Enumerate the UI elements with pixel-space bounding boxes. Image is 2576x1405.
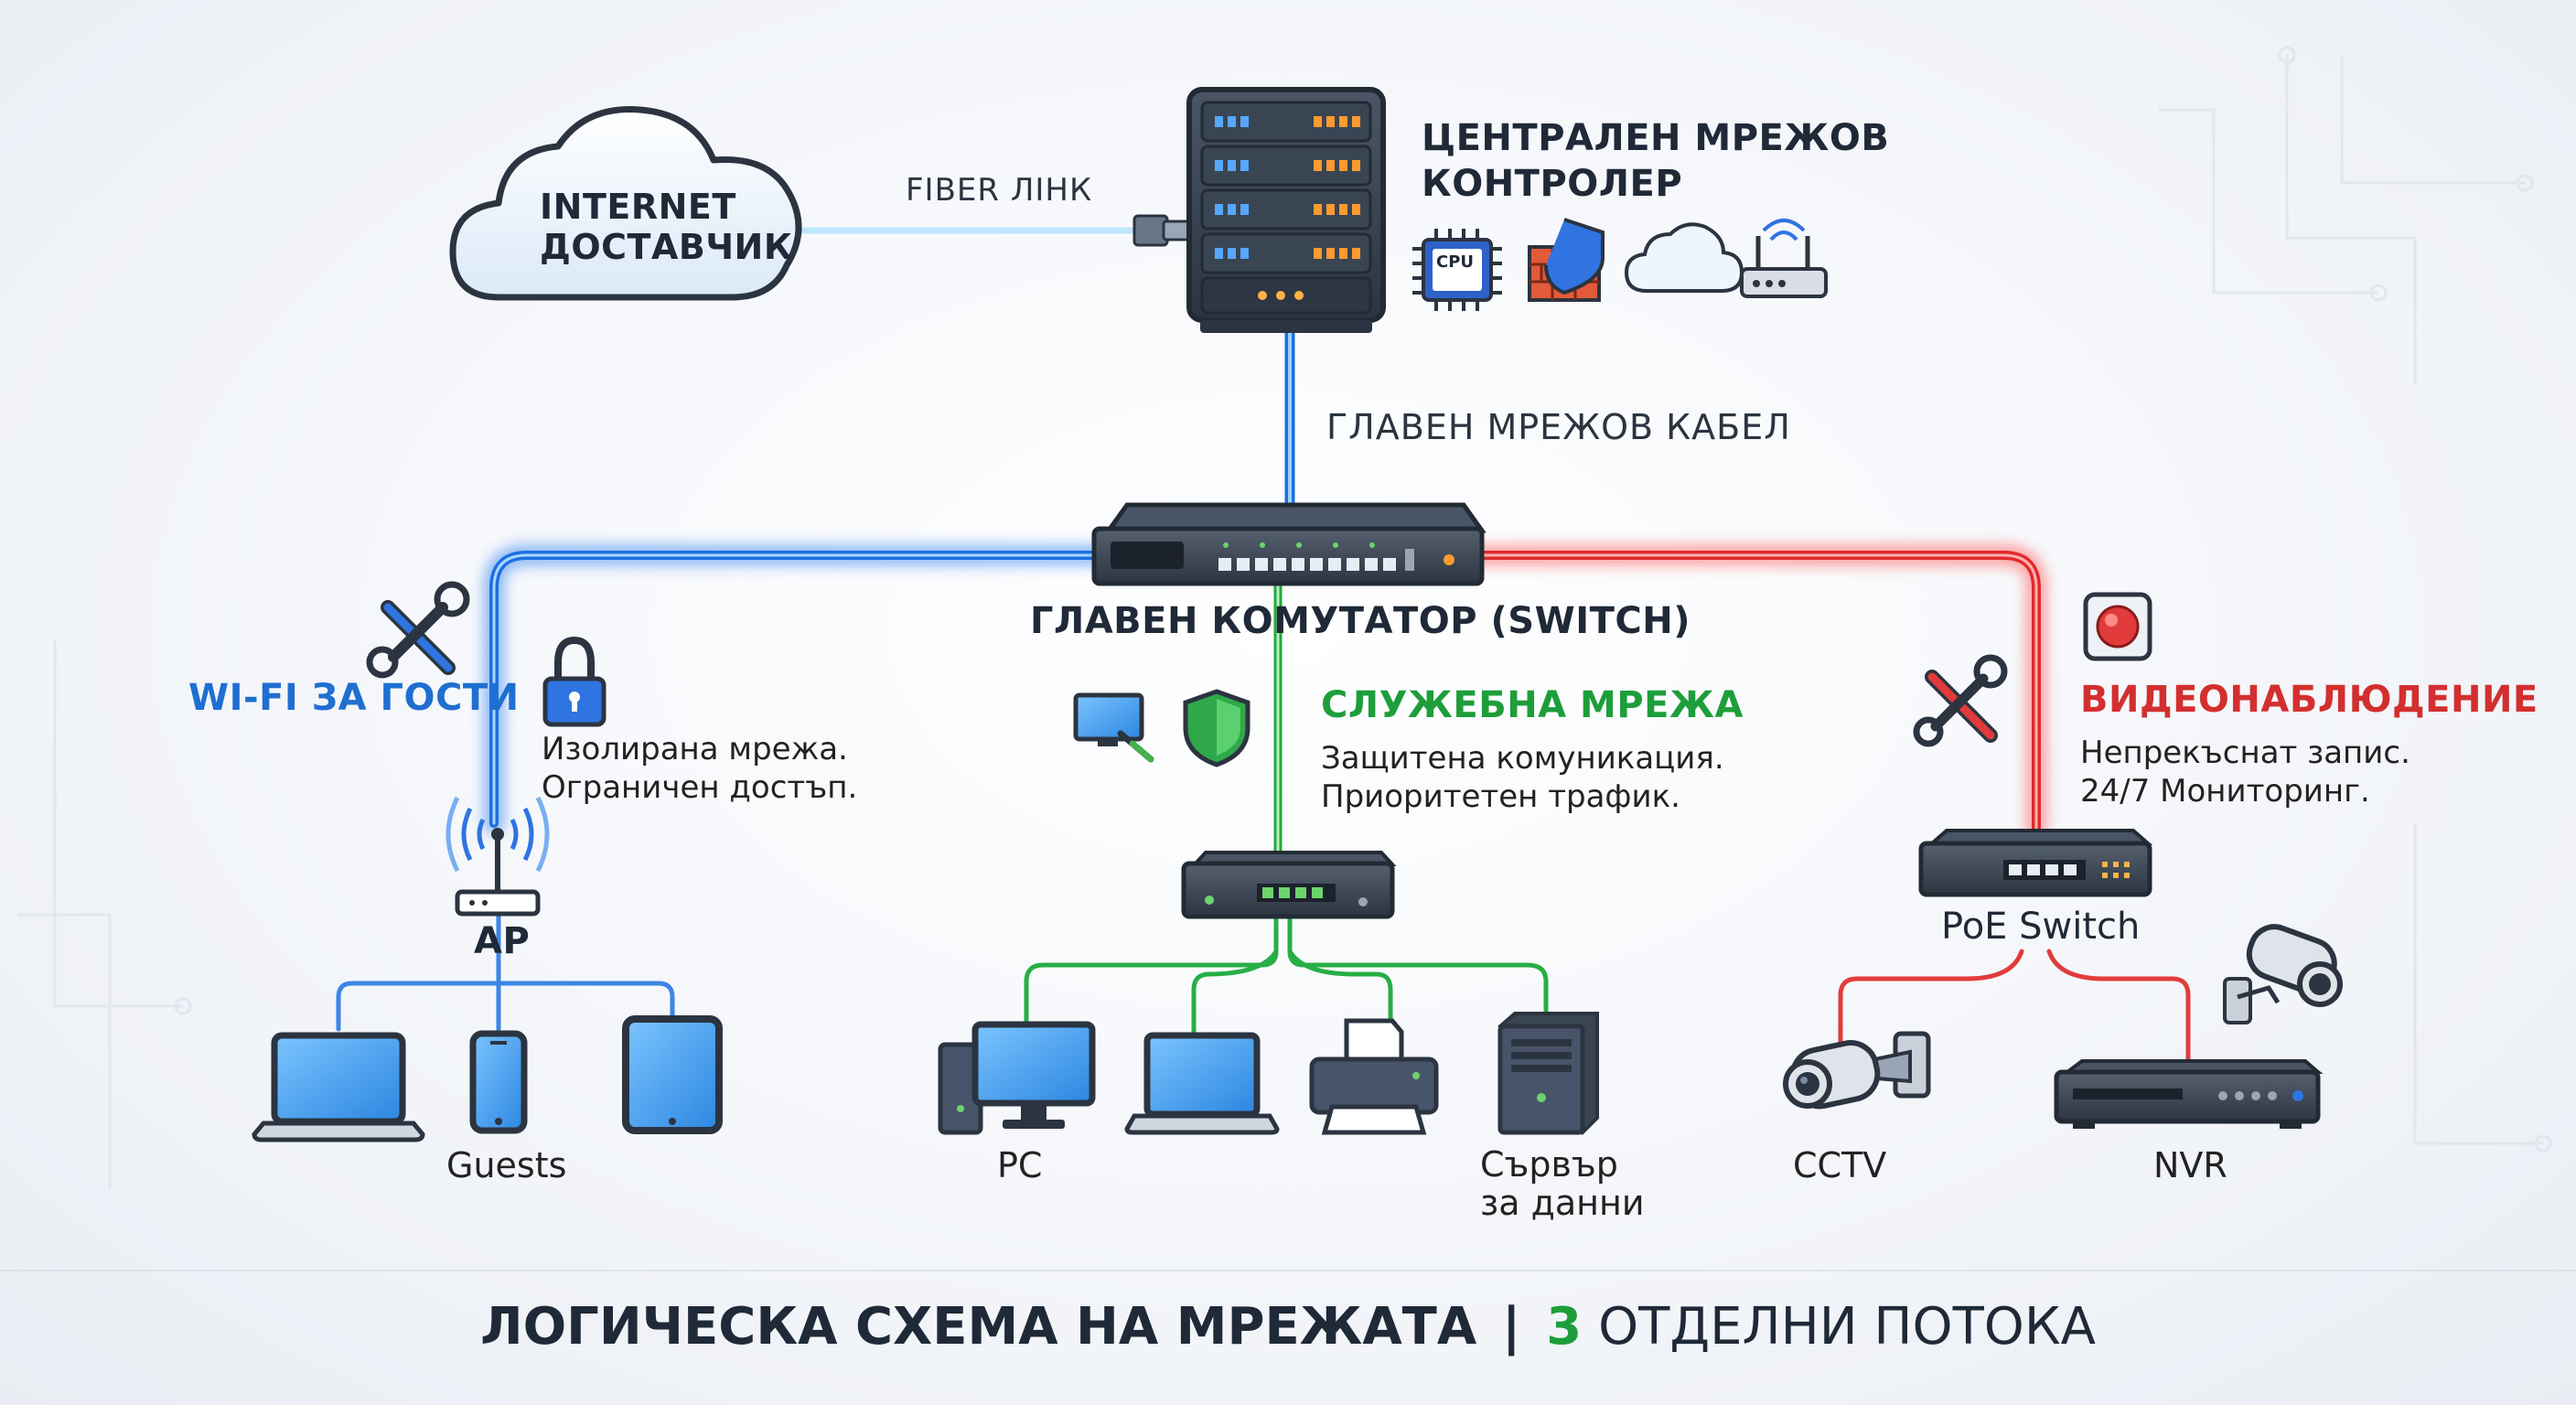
- poe-switch-label: PoE Switch: [1941, 906, 2141, 948]
- phone-icon: [469, 1030, 528, 1134]
- office-description: Защитена комуникация. Приоритетен трафик…: [1321, 739, 1724, 816]
- green-switch-icon: [1181, 851, 1397, 919]
- office-description-line1: Защитена комуникация.: [1321, 740, 1724, 777]
- cctv-description-line2: 24/7 Мониторинг.: [2080, 773, 2370, 810]
- server-tower-icon: [1497, 1012, 1599, 1136]
- nvr-recorder-icon: [2054, 1059, 2324, 1129]
- footer-divider: [0, 1270, 2576, 1271]
- guest-description-line2: Ограничен достъп.: [542, 769, 858, 806]
- main-switch-icon: [1091, 502, 1487, 586]
- diagram-title: ЛОГИЧЕСКА СХЕМА НА МРЕЖАТА | 3 ОТДЕЛНИ П…: [0, 1297, 2576, 1357]
- fiber-connector-icon: [1132, 214, 1193, 247]
- cpu-icon: [1412, 229, 1502, 311]
- printer-icon: [1309, 1018, 1439, 1135]
- laptop-icon: [1124, 1032, 1280, 1135]
- server-label-line2: за данни: [1480, 1183, 1645, 1223]
- tools-icon: [366, 581, 470, 679]
- cctv-description-line1: Непрекъснат запис.: [2080, 735, 2410, 771]
- laptop-icon: [252, 1032, 425, 1142]
- padlock-icon: [542, 636, 606, 727]
- fiber-link-label: FIBER ЛІНК: [906, 172, 1093, 209]
- cloud-icon: [1624, 222, 1744, 293]
- server-label-line1: Сървър: [1480, 1144, 1618, 1185]
- router-icon: [1740, 219, 1828, 298]
- ap-label: AP: [474, 920, 531, 962]
- title-number: 3: [1546, 1297, 1583, 1357]
- controller-rack-icon: [1186, 87, 1386, 333]
- internet-cloud-icon: [449, 106, 802, 301]
- monitor-icon: [1073, 692, 1154, 763]
- cctv-heading: ВИДЕОНАБЛЮДЕНИЕ: [2080, 679, 2538, 721]
- record-button-icon: [2083, 592, 2152, 661]
- cpu-text: CPU: [1436, 252, 1475, 272]
- guests-label: Guests: [446, 1145, 567, 1185]
- cctv-camera-icon: [2223, 924, 2343, 1024]
- shield-icon: [1183, 689, 1250, 767]
- office-network-heading: СЛУЖЕБНА МРЕЖА: [1321, 684, 1744, 726]
- controller-label-line2: КОНТРОЛЕР: [1422, 163, 1683, 205]
- title-separator: |: [1502, 1297, 1521, 1357]
- desktop-pc-icon: [938, 1021, 1096, 1135]
- title-main: ЛОГИЧЕСКА СХЕМА НА МРЕЖАТА: [480, 1297, 1477, 1357]
- main-switch-label: ГЛАВЕН КОМУТАТОР (SWITCH): [1030, 600, 1690, 642]
- cctv-camera-icon: [1783, 1031, 1931, 1110]
- wifi-ap-icon: [445, 796, 550, 917]
- internet-provider-label: INTERNET ДОСТАВЧИК: [540, 187, 793, 267]
- firewall-icon: [1528, 218, 1605, 302]
- background-circuit: [18, 46, 2552, 1189]
- pc-label: PC: [997, 1145, 1043, 1185]
- title-rest: ОТДЕЛНИ ПОТОКА: [1598, 1297, 2096, 1357]
- tools-icon: [1913, 654, 2008, 747]
- cctv-description: Непрекъснат запис. 24/7 Мониторинг.: [2080, 734, 2410, 810]
- controller-label: ЦЕНТРАЛЕН МРЕЖОВ КОНТРОЛЕР: [1422, 115, 1889, 207]
- office-description-line2: Приоритетен трафик.: [1321, 778, 1680, 815]
- internet-label-line1: INTERNET: [540, 187, 736, 227]
- guest-description-line1: Изолирана мрежа.: [542, 731, 848, 767]
- nvr-label: NVR: [2153, 1145, 2227, 1185]
- poe-switch-icon: [1918, 829, 2153, 897]
- guest-description: Изолирана мрежа. Ограничен достъп.: [542, 730, 857, 807]
- guest-wifi-heading: WI-FI ЗА ГОСТИ: [188, 677, 520, 719]
- tablet-icon: [622, 1015, 723, 1134]
- internet-label-line2: ДОСТАВЧИК: [540, 227, 793, 267]
- controller-label-line1: ЦЕНТРАЛЕН МРЕЖОВ: [1422, 117, 1890, 159]
- main-cable-label: ГЛАВЕН МРЕЖОВ КАБЕЛ: [1326, 407, 1791, 447]
- data-server-label: Сървър за данни: [1480, 1144, 1645, 1223]
- cables: [336, 223, 2191, 1064]
- cctv-label: CCTV: [1793, 1145, 1887, 1185]
